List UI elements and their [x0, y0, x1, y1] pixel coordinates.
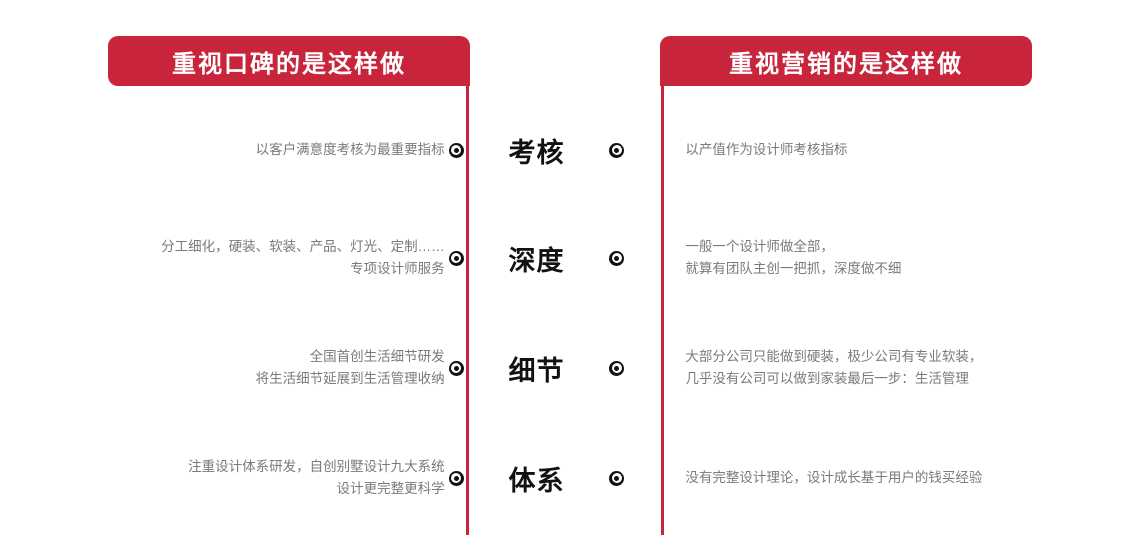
row-text-left: 以客户满意度考核为最重要指标: [255, 142, 445, 157]
row-category: 体系: [508, 465, 565, 496]
header-banner-right: 重视营销的是这样做: [660, 36, 1032, 86]
timeline-spine-right: [661, 86, 664, 535]
row-category: 深度: [508, 245, 565, 276]
marker-slot-left: [445, 360, 468, 376]
row-category: 考核: [508, 137, 565, 168]
header-banner-left: 重视口碑的是这样做: [108, 36, 470, 86]
header-title-left: 重视口碑的是这样做: [172, 50, 406, 78]
marker-slot-left: [445, 470, 468, 486]
comparison-row: 以客户满意度考核为最重要指标 考核 以产值作为设计师考核指标: [0, 122, 1130, 178]
row-text-left: 注重设计体系研发，自创别墅设计九大系统 设计更完整更科学: [188, 459, 445, 496]
bullet-dot-icon: [448, 142, 464, 158]
row-text-left: 分工细化，硬装、软装、产品、灯光、定制…… 专项设计师服务: [161, 239, 445, 276]
bullet-dot-icon: [609, 360, 625, 376]
row-text-left: 全国首创生活细节研发 将生活细节延展到生活管理收纳: [255, 349, 445, 386]
marker-slot-left: [445, 250, 468, 266]
bullet-dot-icon: [609, 250, 625, 266]
header-title-right: 重视营销的是这样做: [729, 50, 963, 78]
marker-slot-right: [605, 470, 628, 486]
row-text-right: 大部分公司只能做到硬装，极少公司有专业软装， 几乎没有公司可以做到家装最后一步：…: [685, 349, 983, 386]
bullet-dot-icon: [448, 250, 464, 266]
comparison-row: 分工细化，硬装、软装、产品、灯光、定制…… 专项设计师服务 深度 一般一个设计师…: [0, 230, 1130, 286]
timeline-spine-left: [466, 86, 469, 535]
comparison-row: 注重设计体系研发，自创别墅设计九大系统 设计更完整更科学 体系 没有完整设计理论…: [0, 450, 1130, 506]
marker-slot-right: [605, 250, 628, 266]
bullet-dot-icon: [448, 470, 464, 486]
marker-slot-right: [605, 360, 628, 376]
row-category: 细节: [508, 355, 565, 386]
row-text-right: 一般一个设计师做全部， 就算有团队主创一把抓，深度做不细: [685, 239, 902, 276]
comparison-row: 全国首创生活细节研发 将生活细节延展到生活管理收纳 细节 大部分公司只能做到硬装…: [0, 340, 1130, 396]
row-text-right: 以产值作为设计师考核指标: [685, 142, 848, 157]
bullet-dot-icon: [609, 470, 625, 486]
bullet-dot-icon: [448, 360, 464, 376]
bullet-dot-icon: [609, 142, 625, 158]
marker-slot-right: [605, 142, 628, 158]
marker-slot-left: [445, 142, 468, 158]
row-text-right: 没有完整设计理论，设计成长基于用户的钱买经验: [685, 470, 983, 485]
